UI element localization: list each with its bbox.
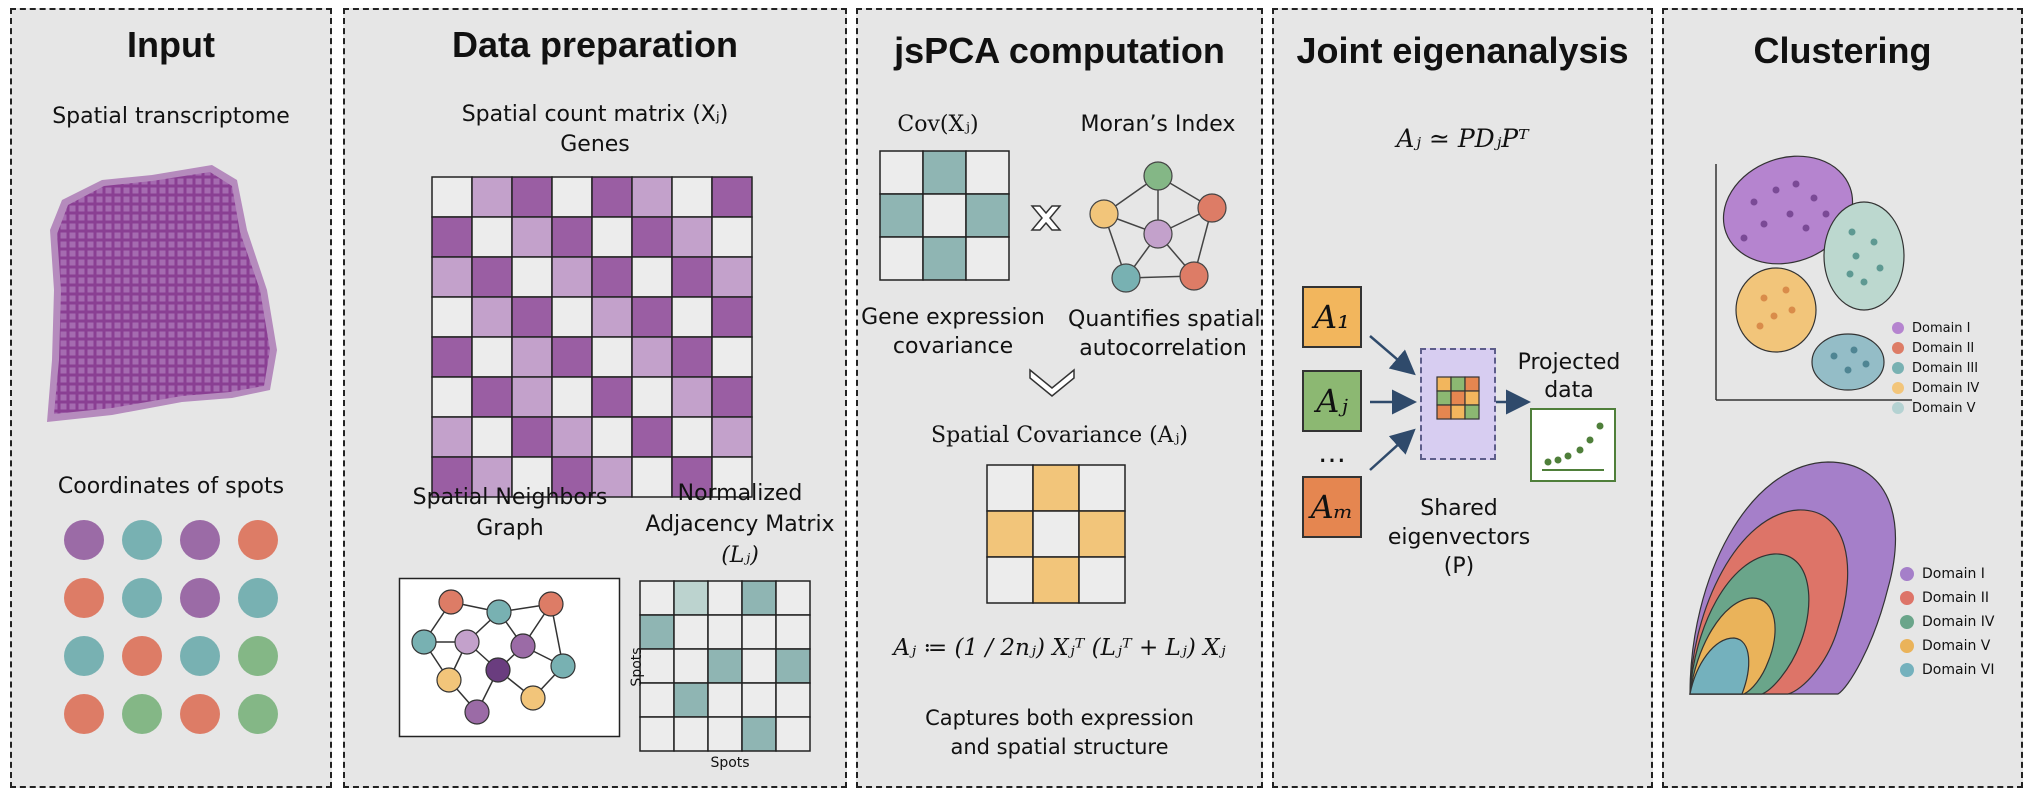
- arrow-right-icon: [1369, 335, 1531, 471]
- panel-jspca: jsPCA computation Cov(Xⱼ) Moran’s Index …: [856, 8, 1263, 788]
- panel-joint-eigenanalysis: Joint eigenanalysis Aⱼ ≃ PDⱼPᵀ A₁ Aⱼ … A…: [1272, 8, 1653, 788]
- adjacency-label-2: Adjacency Matrix: [645, 512, 835, 537]
- cov-label: Cov(Xⱼ): [897, 112, 979, 137]
- matrix-grid-icon: [1436, 376, 1480, 420]
- neighbors-label-2: Graph: [476, 516, 544, 541]
- quantifies-label-2: autocorrelation: [1079, 336, 1247, 361]
- captures-label-2: and spatial structure: [950, 735, 1169, 759]
- legend-bottom-label: Domain II: [1922, 590, 1990, 606]
- legend-top: Domain I Domain II Domain III Domain IV …: [1892, 318, 1979, 418]
- legend-bottom-item: Domain VI: [1900, 658, 1994, 682]
- cluster-spatial-map: [1689, 461, 1896, 695]
- spot-dots: [64, 520, 278, 734]
- eigen-formula: Aⱼ ≃ PDⱼPᵀ: [1396, 124, 1529, 153]
- scatter-plot-icon: [1530, 408, 1616, 482]
- legend-bottom-label: Domain IV: [1922, 614, 1995, 630]
- matrix-box-aj-label: Aⱼ: [1316, 382, 1348, 420]
- adjacency-label-3: (Lⱼ): [721, 543, 759, 568]
- legend-top-item: Domain V: [1892, 398, 1979, 418]
- genes-label: Genes: [560, 132, 630, 157]
- gene-expr-label-2: covariance: [892, 334, 1014, 359]
- legend-top-label: Domain II: [1912, 340, 1975, 356]
- shared-eigenvectors-box: [1420, 348, 1496, 460]
- legend-bottom-item: Domain II: [1900, 586, 1994, 610]
- legend-top-label: Domain I: [1912, 320, 1971, 336]
- spatial-transcriptome-label: Spatial transcriptome: [52, 104, 290, 129]
- legend-bottom: Domain I Domain II Domain IV Domain V Do…: [1900, 562, 1994, 682]
- matrix-box-am: Aₘ: [1302, 476, 1362, 538]
- adjacency-matrix: [639, 580, 811, 752]
- panel-title-joint: Joint eigenanalysis: [1296, 30, 1629, 71]
- legend-top-label: Domain IV: [1912, 380, 1980, 396]
- panel-title-input: Input: [127, 24, 215, 65]
- legend-top-item: Domain IV: [1892, 378, 1979, 398]
- ellipsis: …: [1318, 436, 1346, 469]
- panel-data-preparation: Data preparation Spatial count matrix (X…: [343, 8, 847, 788]
- coordinates-label: Coordinates of spots: [57, 474, 285, 499]
- matrix-box-a1-label: A₁: [1314, 298, 1350, 336]
- legend-bottom-item: Domain IV: [1900, 610, 1994, 634]
- jspca-formula: Aⱼ ≔ (1 / 2nⱼ) Xⱼᵀ (Lⱼᵀ + Lⱼ) Xⱼ: [893, 635, 1226, 661]
- spatial-cov-label: Spatial Covariance (Aⱼ): [931, 423, 1188, 448]
- shared-label-1: Shared: [1420, 496, 1498, 521]
- captures-label-1: Captures both expression: [925, 706, 1194, 730]
- neighbors-label-1: Spatial Neighbors: [412, 485, 608, 510]
- spatial-cov-matrix: [986, 464, 1126, 604]
- legend-bottom-item: Domain I: [1900, 562, 1994, 586]
- spot-grid: [64, 520, 278, 734]
- chevron-down-icon: [1029, 368, 1075, 397]
- tissue-image: [47, 165, 277, 422]
- legend-top-item: Domain II: [1892, 338, 1979, 358]
- axis-spots-y: Spots: [629, 647, 645, 687]
- matrix-box-am-label: Aₘ: [1310, 488, 1354, 526]
- panel-clustering: Clustering Domain I Domain II Domain III: [1662, 8, 2023, 788]
- panel-title-clustering: Clustering: [1753, 30, 1932, 71]
- moran-graph: [1089, 161, 1227, 293]
- legend-bottom-label: Domain V: [1922, 638, 1991, 654]
- panel-title-data-preparation: Data preparation: [451, 24, 739, 65]
- count-matrix-label: Spatial count matrix (Xⱼ): [461, 102, 729, 127]
- neighbors-graph: [398, 577, 621, 738]
- quantifies-label-1: Quantifies spatial: [1068, 307, 1261, 332]
- matrix-box-a1: A₁: [1302, 286, 1362, 348]
- panel-input: Input Spatial transcriptome Coordinates …: [10, 8, 332, 788]
- axis-spots-x: Spots: [710, 755, 750, 771]
- gene-expr-label-1: Gene expression: [861, 305, 1045, 330]
- shared-label-2: eigenvectors: [1387, 525, 1531, 550]
- legend-bottom-label: Domain VI: [1922, 662, 1995, 678]
- multiply-icon: [1030, 205, 1062, 231]
- legend-top-label: Domain V: [1912, 400, 1976, 416]
- cov-matrix: [879, 150, 1010, 281]
- cluster-scatter: [1715, 155, 1912, 401]
- legend-top-item: Domain I: [1892, 318, 1979, 338]
- shared-label-3: (P): [1443, 554, 1475, 579]
- adjacency-label-1: Normalized: [677, 481, 803, 506]
- matrix-box-aj: Aⱼ: [1302, 370, 1362, 432]
- legend-bottom-label: Domain I: [1922, 566, 1985, 582]
- legend-bottom-item: Domain V: [1900, 634, 1994, 658]
- legend-top-item: Domain III: [1892, 358, 1979, 378]
- legend-top-label: Domain III: [1912, 360, 1979, 376]
- moran-label: Moran’s Index: [1080, 112, 1236, 137]
- panel-title-jspca: jsPCA computation: [894, 30, 1225, 71]
- projected-label-2: data: [1544, 378, 1594, 403]
- count-matrix: [431, 176, 753, 498]
- projected-label-1: Projected: [1517, 350, 1621, 375]
